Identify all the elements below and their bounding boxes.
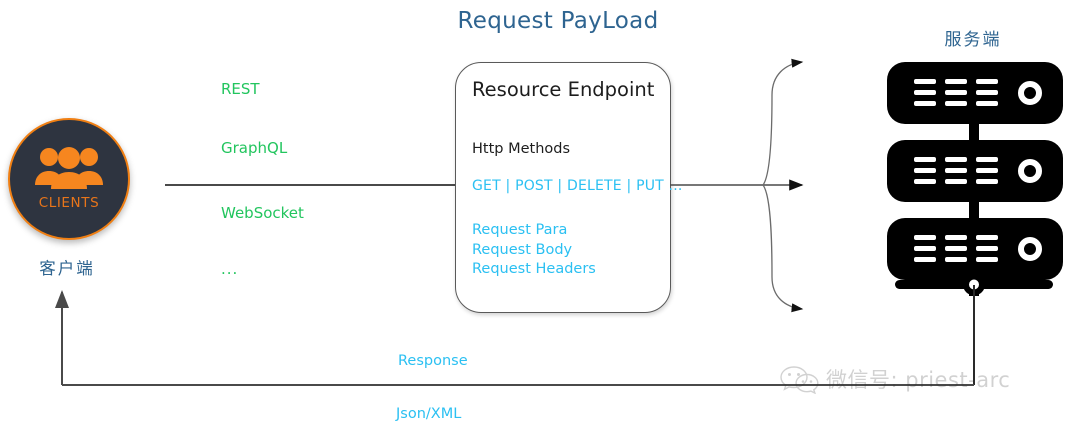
resource-endpoint-box[interactable] [455,62,671,313]
request-arrow-upper [762,58,804,186]
response-format-label: Json/XML [396,406,462,422]
clients-label: CLIENTS [38,195,100,211]
request-part-para: Request Para [472,222,568,238]
request-connector-line [165,184,456,186]
users-group-icon [35,147,103,189]
resource-endpoint-title: Resource Endpoint [472,78,655,101]
http-methods-value: GET | POST | DELETE | PUT ... [472,178,683,194]
response-label: Response [398,353,468,369]
server-base-bar [895,273,1053,296]
request-part-headers: Request Headers [472,261,596,277]
server-rack-icon[interactable] [873,60,1077,300]
protocol-label-websocket: WebSocket [221,204,304,222]
protocol-label-rest: REST [221,80,260,98]
http-methods-label: Http Methods [472,141,571,157]
request-arrow-lower [762,184,804,313]
server-caption: 服务端 [944,30,1002,50]
clients-node[interactable]: CLIENTS [8,118,130,240]
protocol-label-graphql: GraphQL [221,139,288,157]
request-parts-list: Request Para Request Body Request Header… [472,221,596,280]
page-title: Request PayLoad [457,8,659,34]
request-part-body: Request Body [472,241,573,258]
response-path [55,285,975,386]
client-caption: 客户端 [39,259,95,278]
request-fan-arrows [670,58,804,313]
protocol-label-more: ... [221,260,239,278]
